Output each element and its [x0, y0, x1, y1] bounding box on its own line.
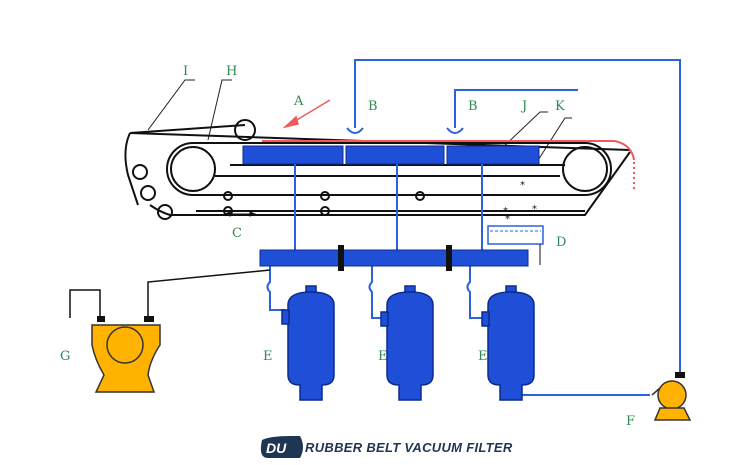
- cloth-wash-tank: * * * *: [487, 180, 544, 265]
- vacuum-pump: [91, 316, 161, 393]
- label-k: K: [555, 99, 565, 114]
- slurry-feed-arrow: [282, 99, 331, 129]
- diagram-labels: A B B C D E E E F G H I J K: [60, 64, 635, 429]
- vacuum-boxes: [242, 145, 540, 165]
- label-b1: B: [368, 99, 378, 114]
- label-h: H: [226, 64, 237, 79]
- separator-1: [281, 285, 335, 401]
- svg-text:*: *: [503, 206, 508, 217]
- filtrate-pump: [651, 372, 692, 421]
- du-logo-text: DU: [266, 440, 287, 456]
- title-text: RUBBER BELT VACUUM FILTER: [305, 440, 513, 455]
- du-logo-badge: [260, 436, 303, 458]
- vacuum-pipes: [266, 164, 650, 396]
- separator-2: [380, 285, 434, 401]
- label-d: D: [556, 235, 566, 250]
- vacuum-header: [259, 245, 529, 271]
- diagram-title: DU RUBBER BELT VACUUM FILTER: [260, 436, 513, 458]
- svg-text:*: *: [505, 214, 510, 225]
- slurry-layer: [262, 140, 635, 190]
- vacuum-line: [69, 269, 271, 318]
- label-c: C: [232, 226, 242, 241]
- label-j: J: [520, 99, 527, 114]
- label-b2: B: [468, 99, 478, 114]
- label-g: G: [60, 349, 70, 364]
- svg-text:*: *: [520, 180, 525, 191]
- filtrate-separators: [281, 285, 535, 401]
- separator-3: [481, 285, 535, 401]
- label-e3: E: [478, 349, 488, 364]
- svg-text:*: *: [532, 204, 537, 215]
- tension-marker: [223, 211, 257, 217]
- label-f: F: [626, 414, 635, 429]
- label-e2: E: [378, 349, 388, 364]
- label-i: I: [183, 64, 188, 79]
- label-e1: E: [263, 349, 273, 364]
- label-a: A: [293, 94, 304, 109]
- leader-lines: [147, 79, 572, 166]
- belt-frame: [124, 119, 631, 220]
- wash-water-pipe: [346, 59, 681, 375]
